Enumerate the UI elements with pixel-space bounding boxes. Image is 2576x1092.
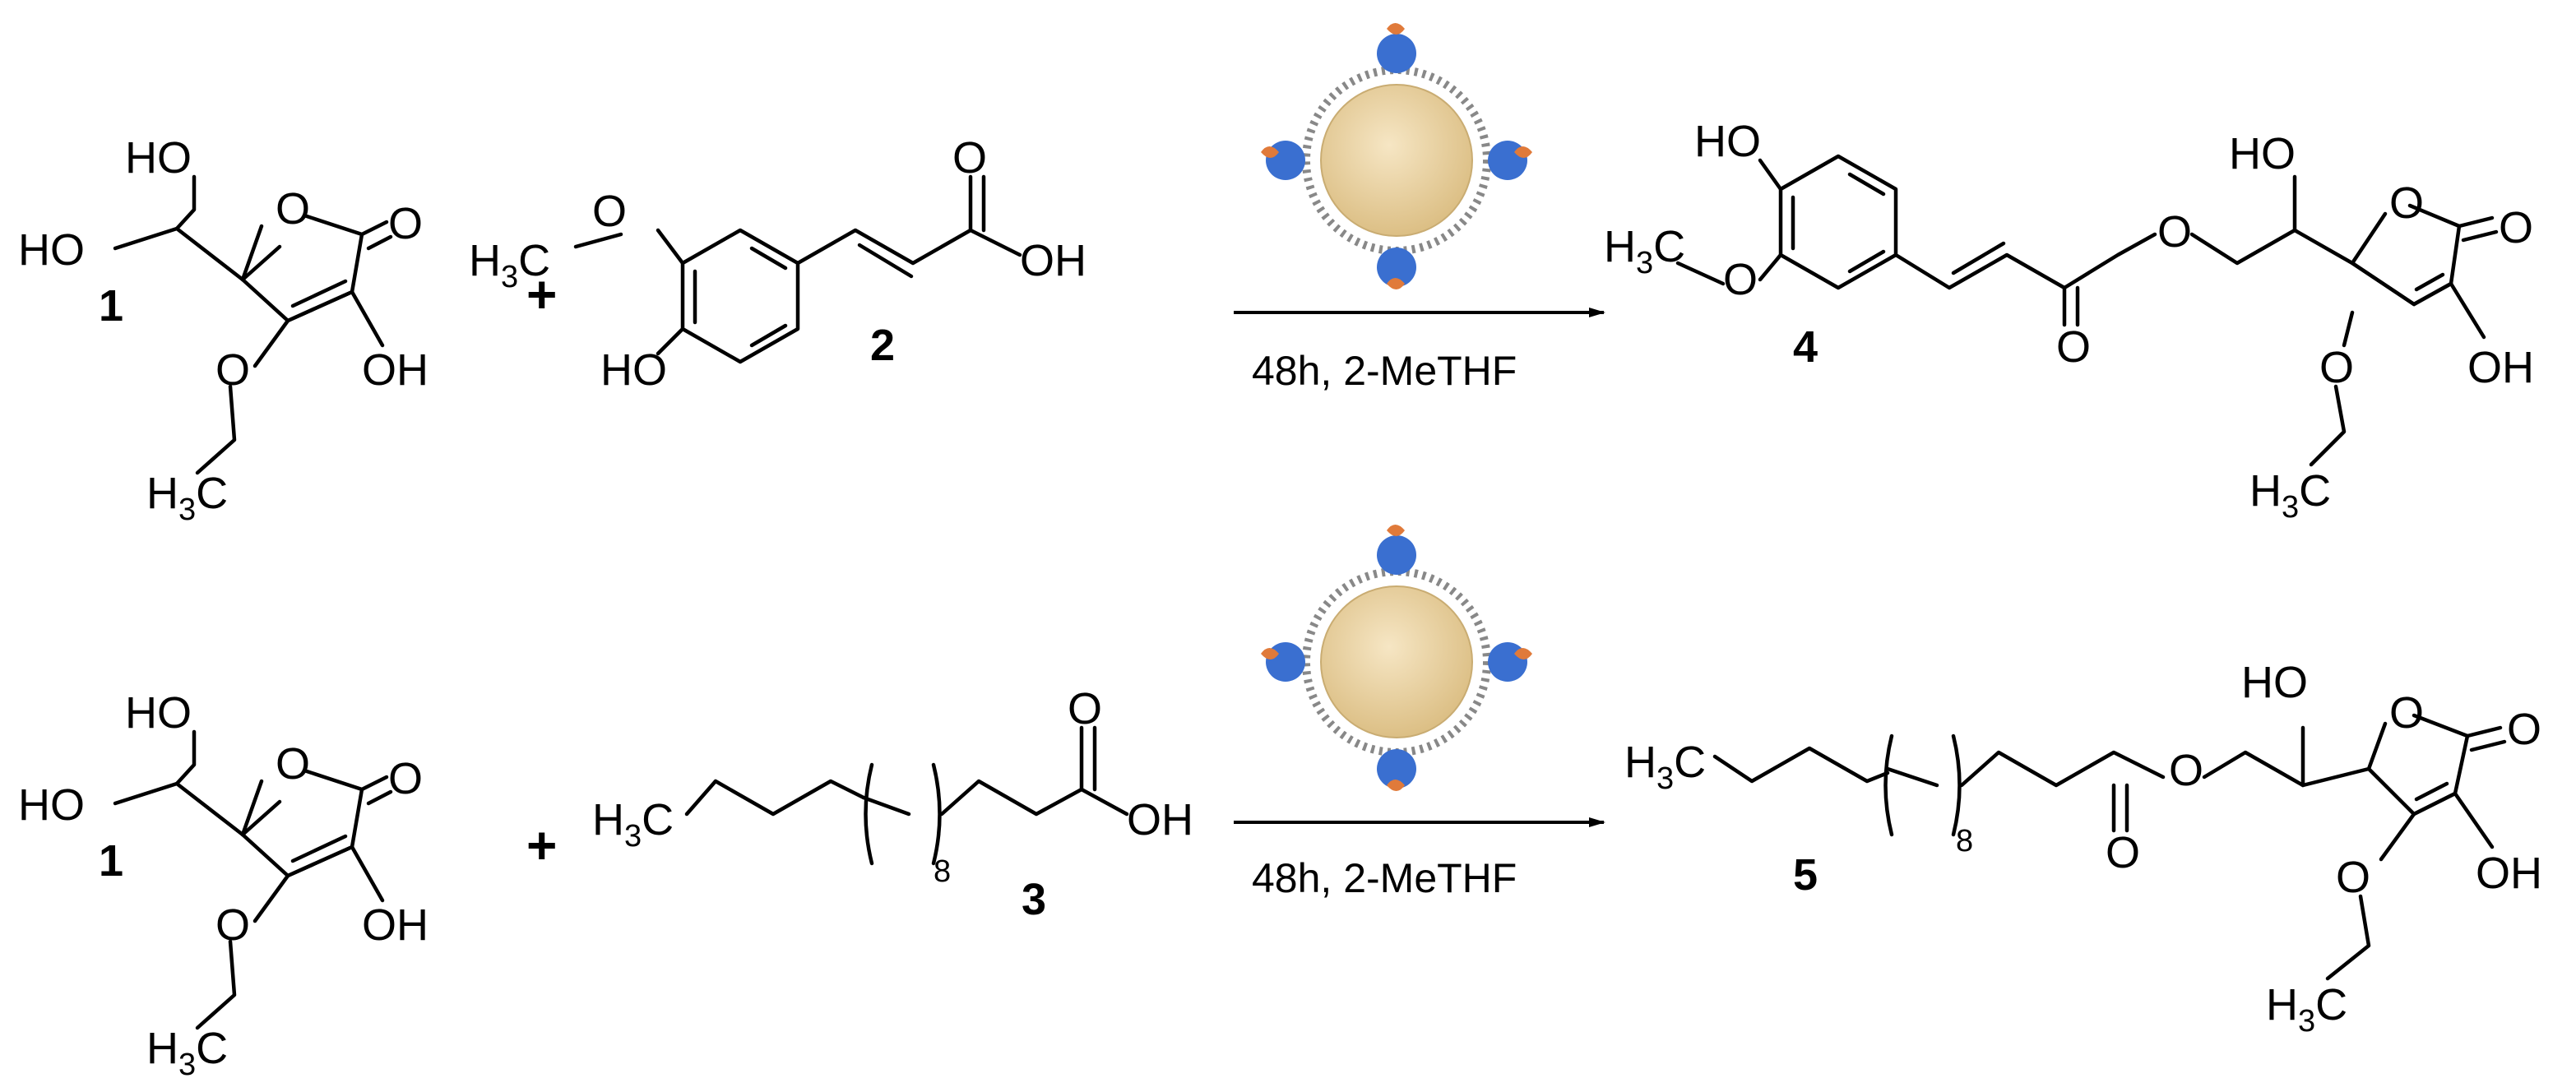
ring-o-label: O [276, 184, 310, 234]
enzyme-icon [1377, 248, 1416, 287]
ring-o-label: O [276, 739, 310, 789]
ho-top-label: HO [125, 133, 192, 183]
ester-o-label: O [2169, 746, 2203, 795]
carbonyl-o-label: O [388, 199, 423, 248]
ho-side-label: HO [2229, 129, 2296, 178]
lactone-o-label: O [2507, 705, 2541, 754]
chain-methyl-label: H3C [592, 795, 674, 854]
methoxy-o-label: O [1723, 255, 1758, 304]
compound-number: 2 [870, 321, 895, 370]
ester-o-label: O [2157, 207, 2192, 257]
ho-left-label: HO [18, 225, 85, 275]
repeat-count: 8 [1956, 824, 1973, 858]
compound-4: HO O H3C O O HO O O OH O H3C 4 [1604, 117, 2534, 525]
ring-o-label: O [2389, 178, 2424, 228]
methyl-label: H3C [146, 469, 228, 527]
oh-label: OH [362, 900, 429, 950]
compound-5: H3C 8 O O HO O O OH O H3C 5 [1624, 658, 2542, 1039]
carbonyl-o-label: O [388, 754, 423, 803]
immobilized-enzyme-bead [1261, 23, 1532, 289]
ho-side-label: HO [2241, 658, 2308, 707]
compound-number: 1 [99, 281, 123, 331]
chain-methyl-label: H3C [1624, 738, 1706, 796]
compound-number: 5 [1793, 850, 1818, 900]
immobilized-enzyme-bead [1261, 525, 1532, 791]
phenol-ho-label: HO [600, 345, 667, 395]
compound-1-bottom: HO HO O O OH O H3C 1 [18, 688, 429, 1082]
compound-number: 1 [99, 836, 123, 886]
plus-sign: + [526, 816, 557, 875]
ether-o-label: O [2336, 853, 2370, 902]
repeat-count: 8 [934, 854, 951, 889]
enzyme-icon [1377, 535, 1416, 575]
methoxy-o-label: O [592, 187, 627, 236]
phenol-ho-label: HO [1694, 117, 1761, 166]
ho-left-label: HO [18, 780, 85, 830]
carbonyl-o-label: O [2106, 828, 2140, 877]
compound-2: O H3C HO O OH 2 [469, 133, 1086, 395]
oh-label: OH [2476, 849, 2542, 898]
methoxy-label: H3C [469, 236, 550, 294]
methyl-label: H3C [146, 1024, 228, 1082]
carbonyl-o-label: O [952, 133, 987, 183]
lactone-o-label: O [2499, 203, 2533, 252]
ho-top-label: HO [125, 688, 192, 738]
carbonyl-o-label: O [1068, 684, 1102, 733]
compound-number: 4 [1793, 322, 1818, 372]
enzyme-icon [1377, 34, 1416, 73]
methyl-label: H3C [2266, 980, 2347, 1039]
reaction-conditions: 48h, 2-MeTHF [1252, 348, 1517, 394]
ether-o-label: O [215, 345, 250, 395]
carbonyl-o-label: O [2056, 322, 2091, 372]
enzyme-icon [1266, 141, 1305, 180]
compound-3: H3C 8 O OH 3 [592, 684, 1193, 924]
reaction-conditions: 48h, 2-MeTHF [1252, 855, 1517, 901]
plus-sign: + [526, 265, 557, 324]
ether-o-label: O [2319, 343, 2354, 392]
acid-oh-label: OH [1127, 795, 1193, 844]
ether-o-label: O [215, 900, 250, 950]
oh-label: OH [362, 345, 429, 395]
ring-o-label: O [2389, 688, 2424, 738]
acid-oh-label: OH [1020, 236, 1086, 285]
enzyme-icon [1377, 749, 1416, 789]
compound-number: 3 [1022, 875, 1046, 924]
enzyme-icon [1266, 642, 1305, 682]
oh-label: OH [2467, 343, 2534, 392]
methyl-label: H3C [2249, 466, 2331, 525]
methoxy-label: H3C [1604, 222, 1685, 280]
compound-1-top: HO HO O O OH O H3C 1 [18, 133, 429, 527]
